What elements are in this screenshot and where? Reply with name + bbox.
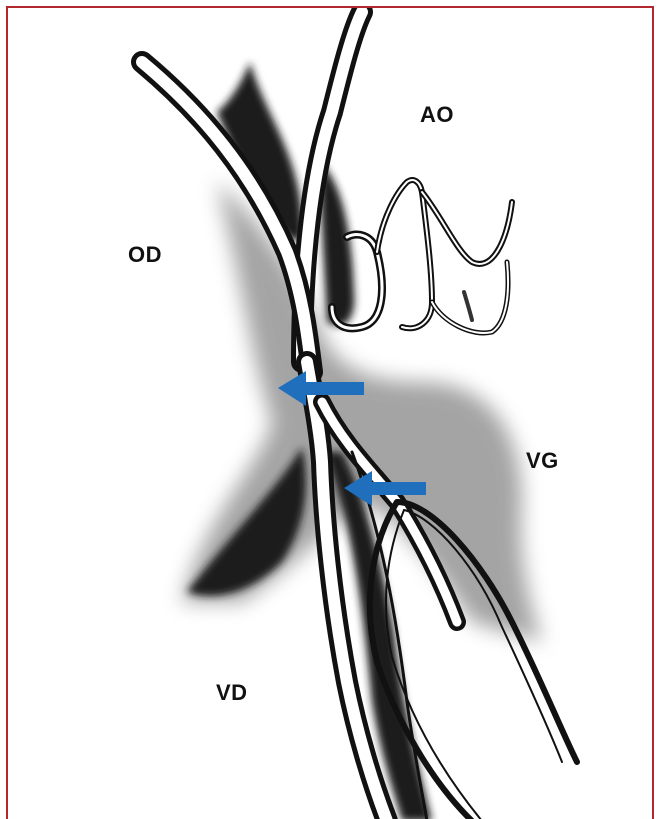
label-left-ventricle: VG xyxy=(526,448,559,474)
aortic-valve xyxy=(332,180,512,333)
heart-diagram xyxy=(8,8,654,819)
label-right-ventricle: VD xyxy=(216,680,248,706)
label-right-atrium: OD xyxy=(128,242,162,268)
figure-frame: AO OD VG VD xyxy=(6,6,654,819)
label-aorta: AO xyxy=(420,102,454,128)
